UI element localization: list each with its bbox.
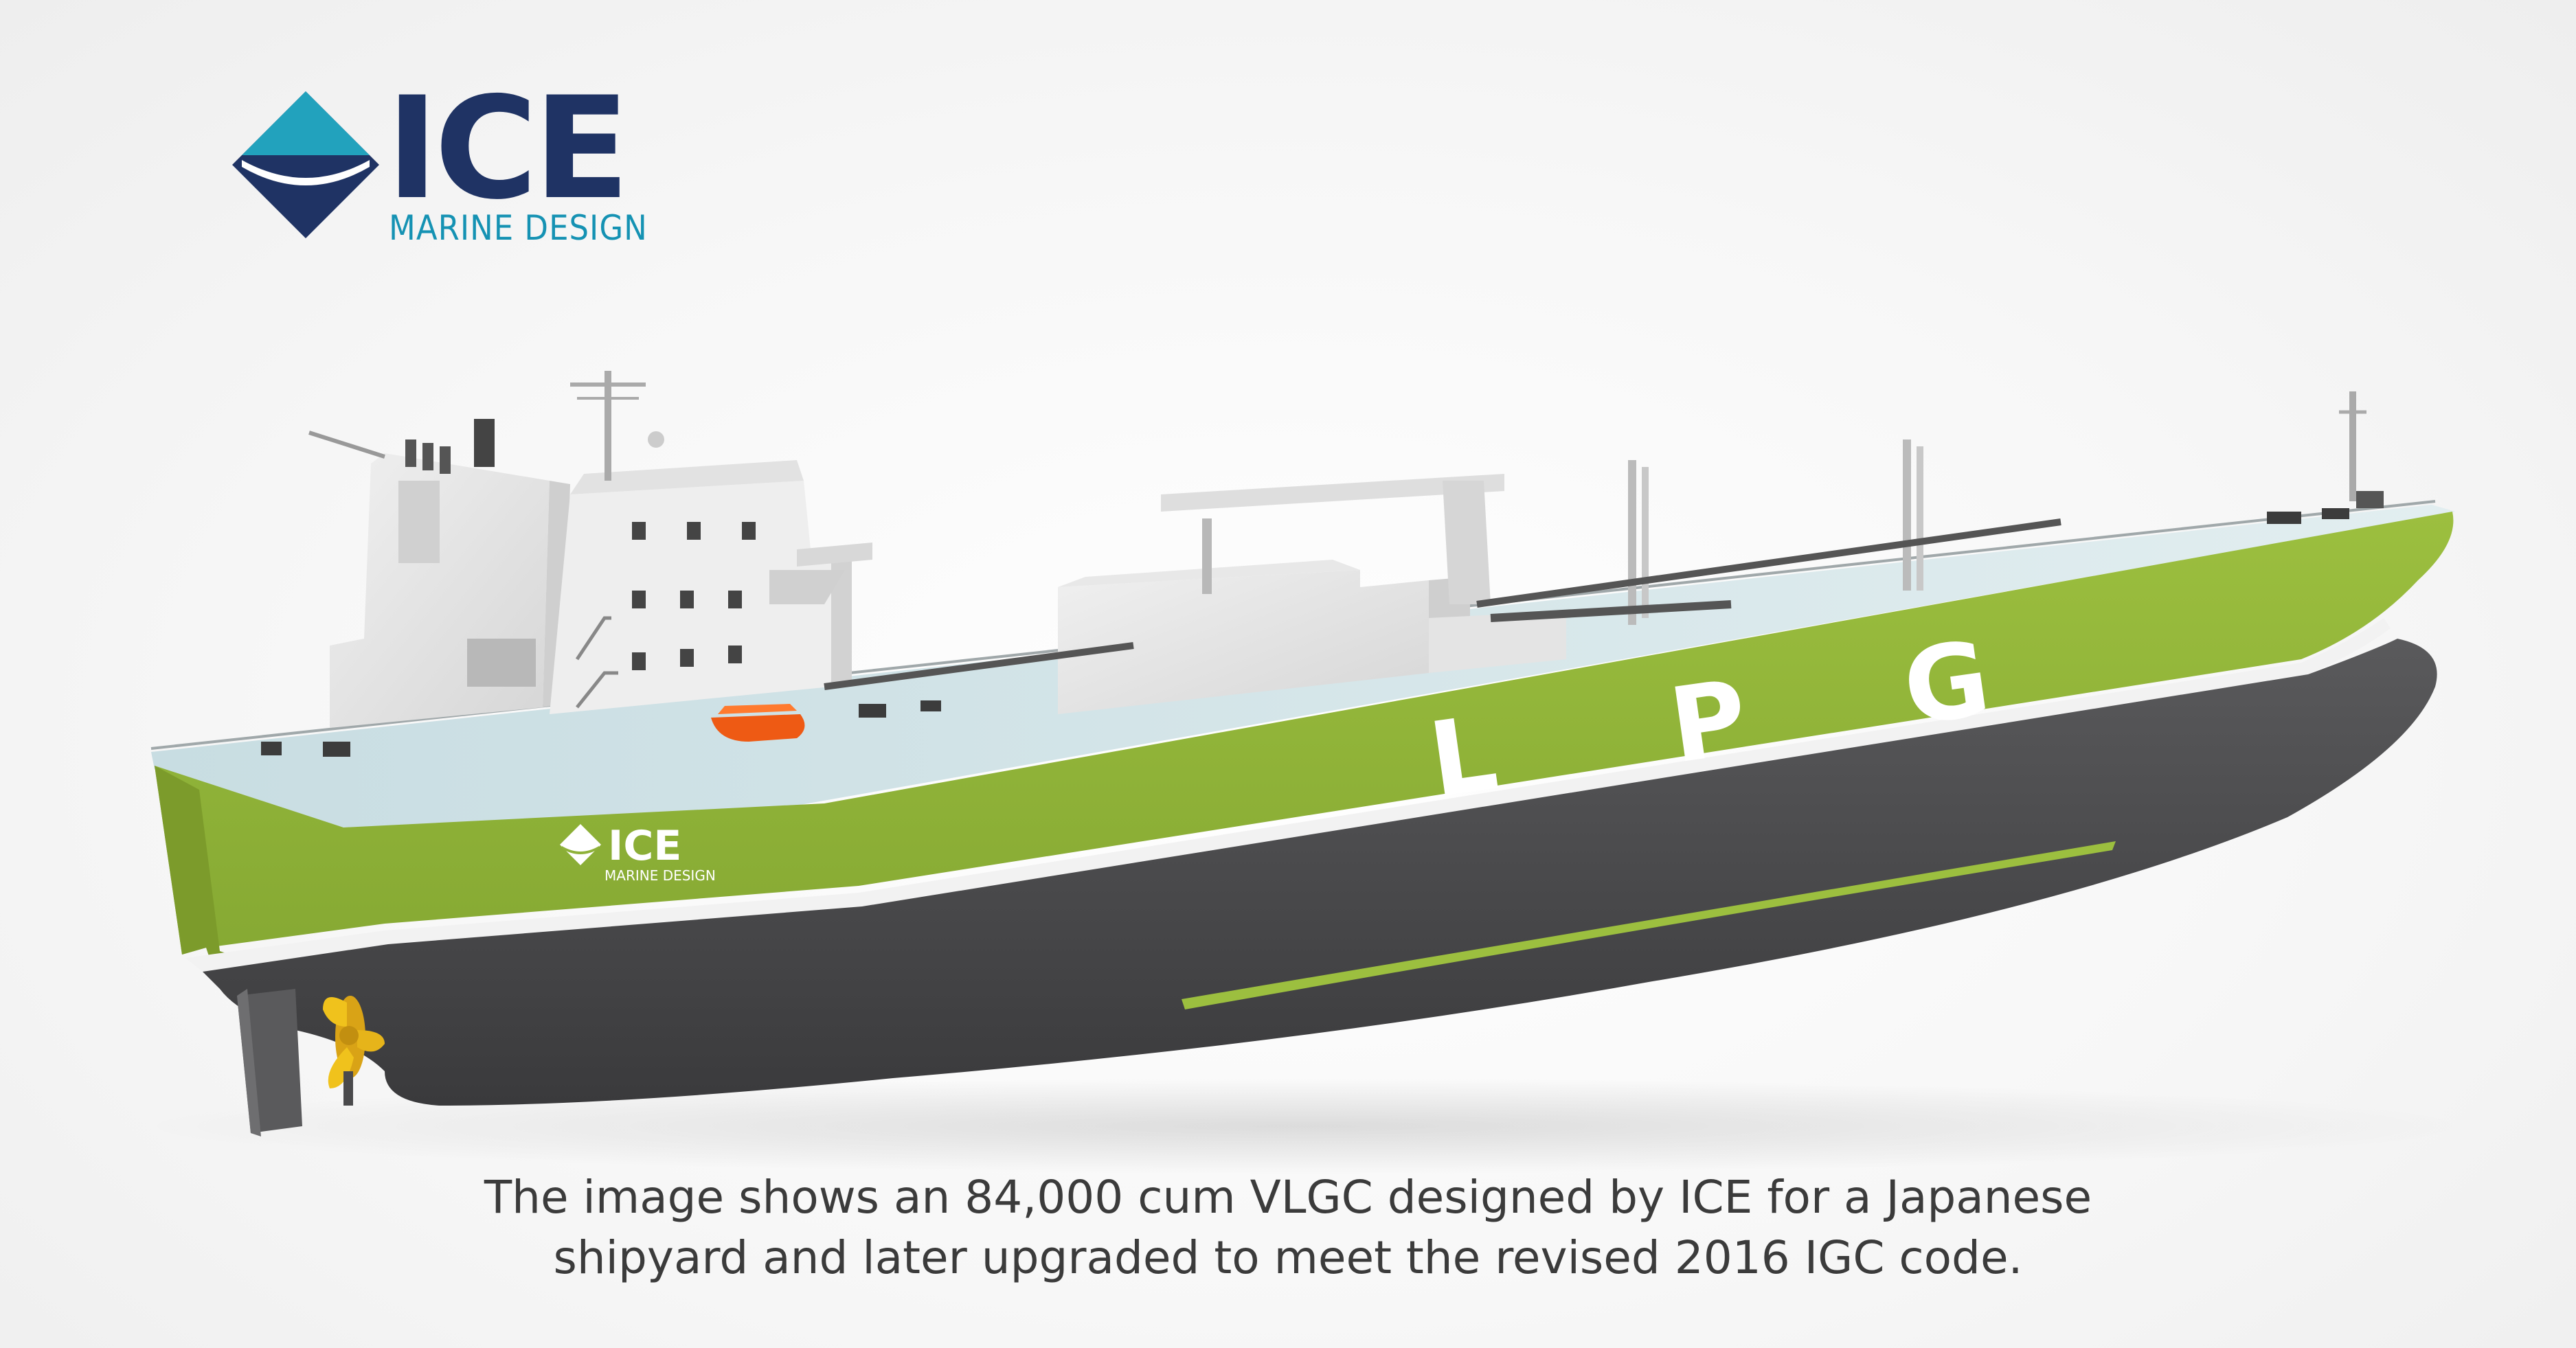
hull-logo: ICE MARINE DESIGN — [560, 822, 716, 884]
caption-line-1: The image shows an 84,000 cum VLGC desig… — [484, 1171, 2092, 1224]
logo-subtitle: MARINE DESIGN — [389, 208, 648, 248]
propeller-icon — [323, 996, 385, 1106]
lifeboat-icon — [711, 704, 805, 742]
hull-letter-p: P — [1663, 658, 1754, 787]
hull-logo-subtitle: MARINE DESIGN — [605, 867, 716, 884]
image-caption: The image shows an 84,000 cum VLGC desig… — [0, 1167, 2576, 1288]
hull-logo-wordmark: ICE — [608, 822, 681, 870]
caption-line-2: shipyard and later upgraded to meet the … — [553, 1231, 2023, 1284]
logo-wordmark: ICE — [386, 67, 630, 231]
hull-letter-g: G — [1897, 619, 1997, 749]
logo-diamond-icon — [232, 91, 379, 238]
company-logo: ICE MARINE DESIGN — [227, 79, 647, 245]
